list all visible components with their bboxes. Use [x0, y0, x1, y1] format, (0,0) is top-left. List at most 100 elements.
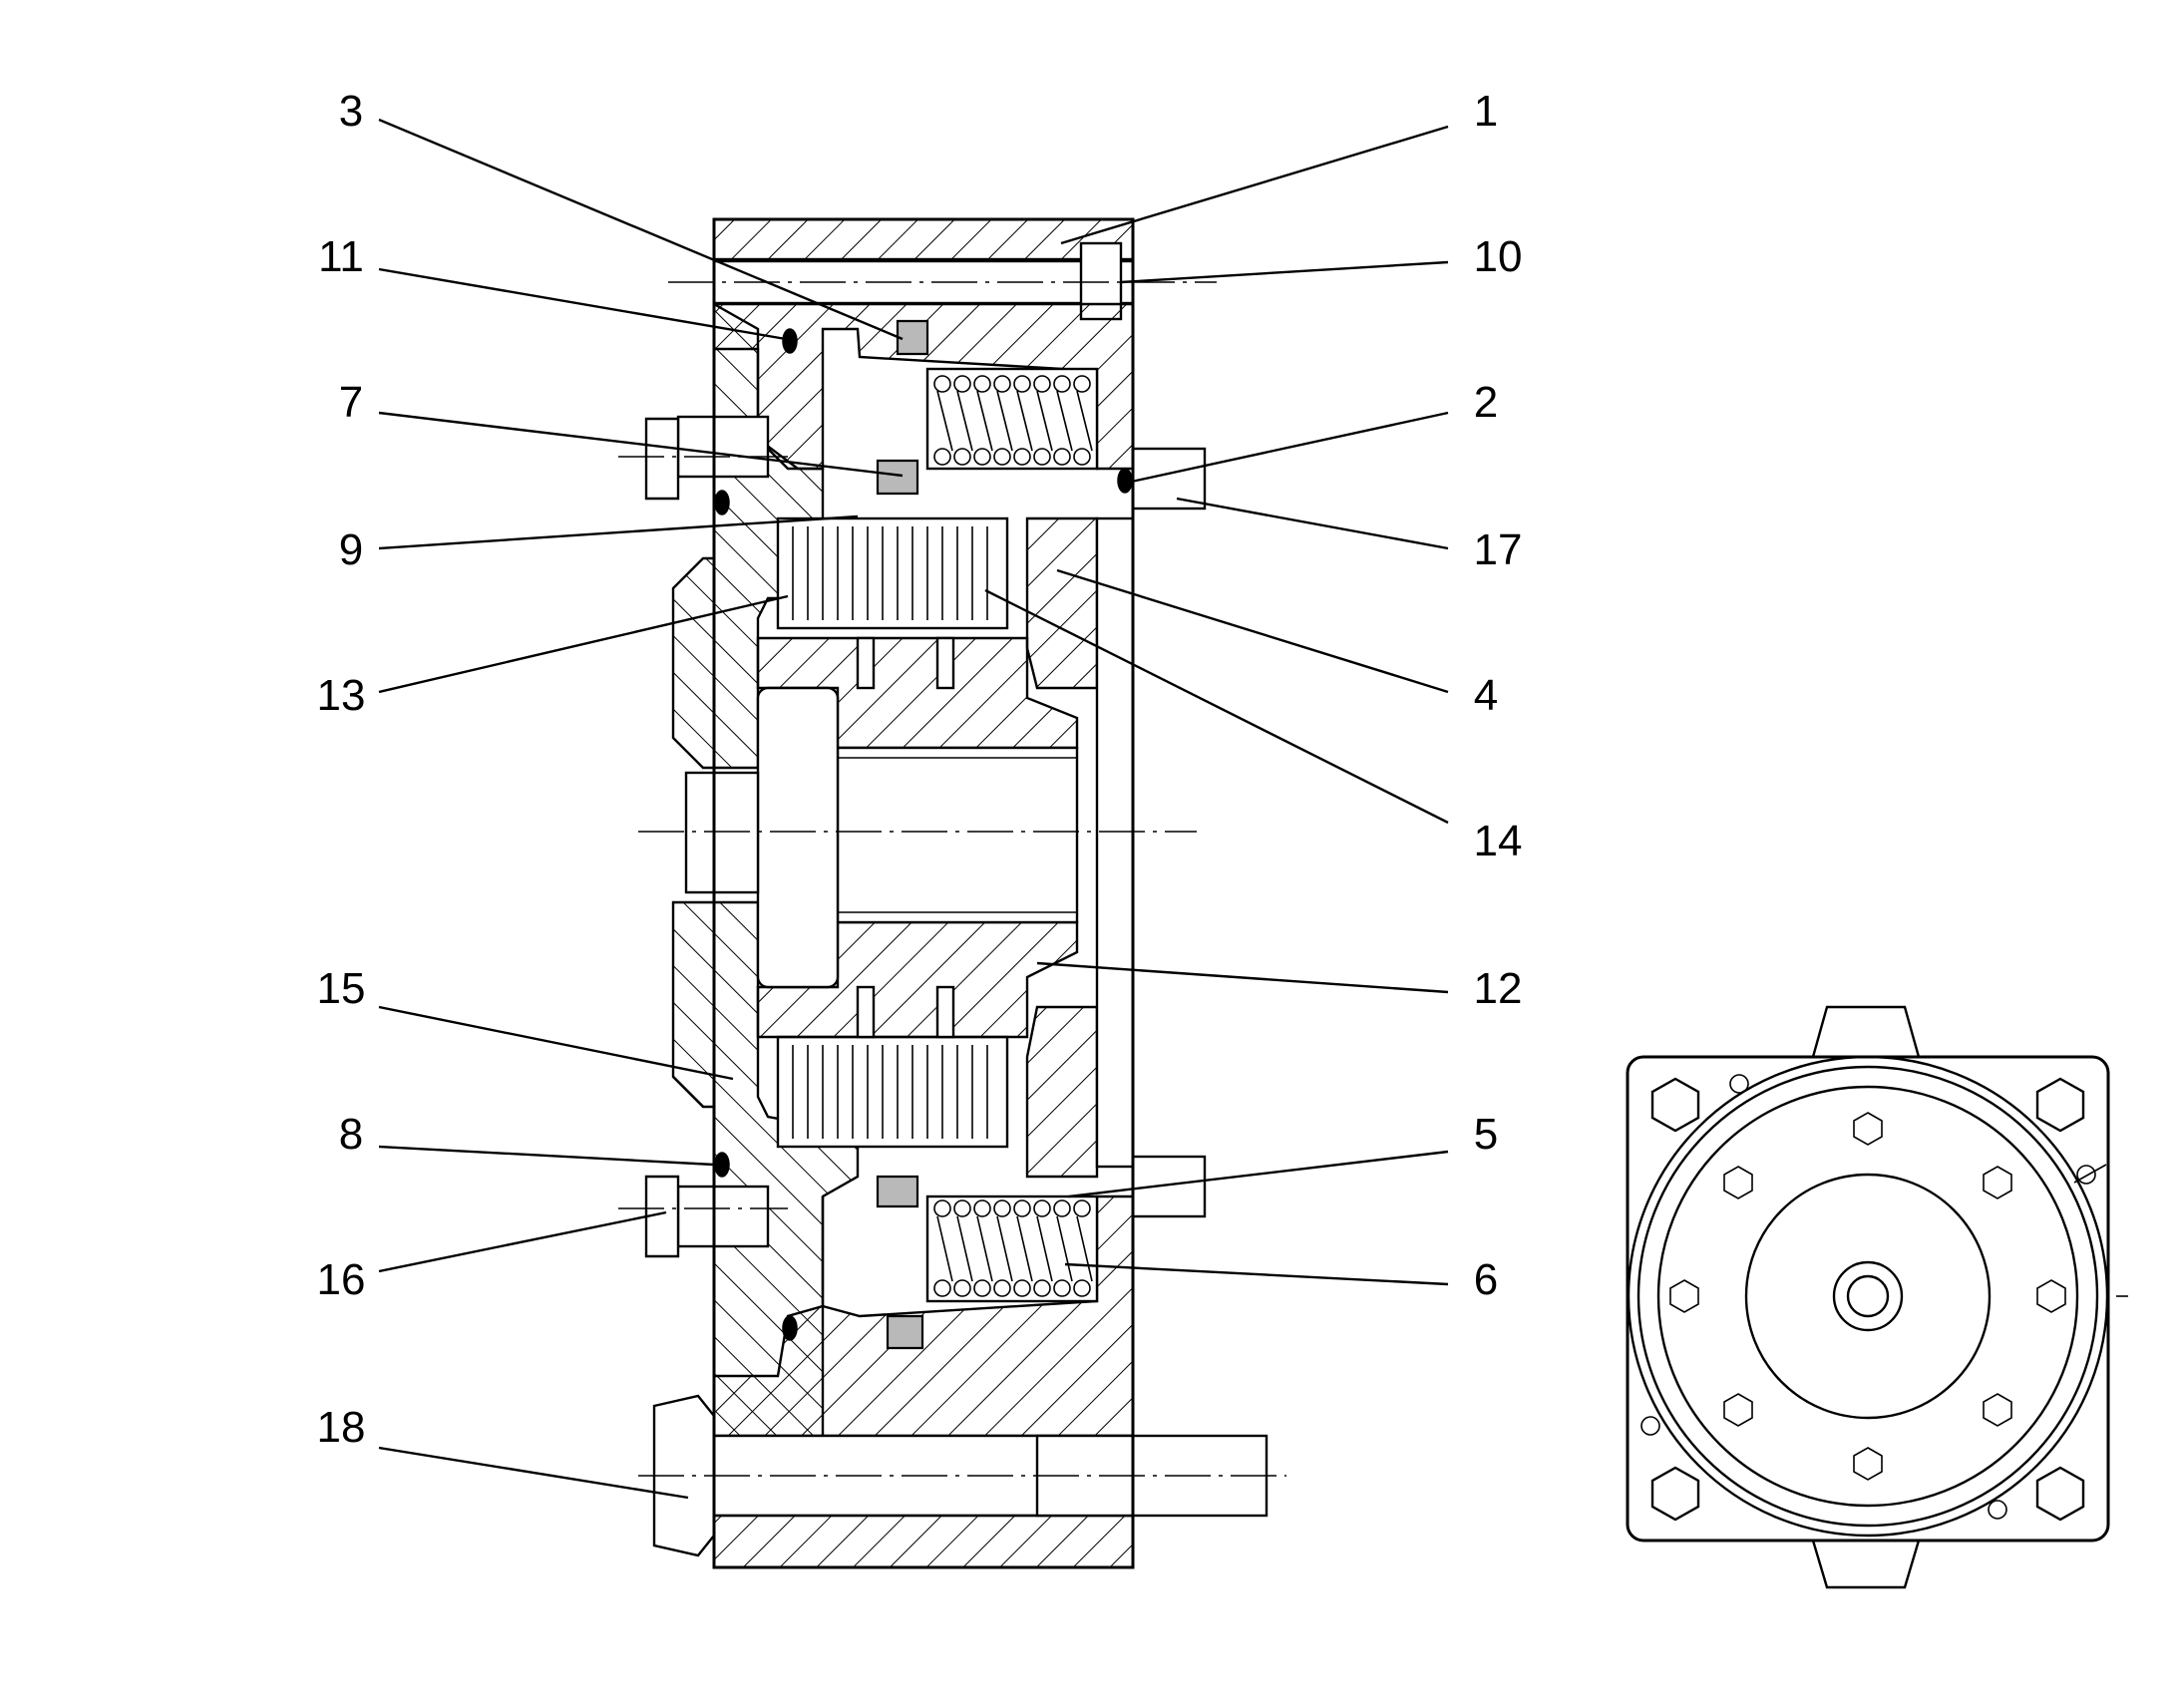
- hub-bore: [836, 746, 1079, 924]
- corner-bolt-br: [2035, 1466, 2085, 1522]
- leader-5: [1068, 1150, 1449, 1198]
- part-7-ring: [876, 459, 919, 496]
- ring-bolt-4: [1983, 1393, 2012, 1427]
- hub-pin-b: [935, 636, 955, 690]
- piston-lower: [1025, 1005, 1099, 1179]
- section-outline: [712, 217, 1135, 1569]
- callout-9: 9: [339, 525, 363, 574]
- small-hole-right: [2076, 1165, 2096, 1185]
- grey-ring-lower-b: [886, 1314, 924, 1350]
- shaft-circle-inner: [1846, 1274, 1890, 1318]
- corner-bolt-bl: [1650, 1466, 1700, 1522]
- corner-bolt-tl: [1650, 1077, 1700, 1133]
- ring-bolt-7: [1669, 1279, 1699, 1313]
- o-ring-upper-left: [714, 490, 730, 515]
- leader-12: [1036, 961, 1449, 994]
- leader-6: [1064, 1262, 1449, 1286]
- leader-lines: [378, 118, 1449, 1500]
- callout-10: 10: [1474, 232, 1523, 281]
- callout-12: 12: [1474, 964, 1523, 1013]
- hub-pin-d: [935, 985, 955, 1039]
- leader-17: [1176, 497, 1449, 550]
- spring-pack-lower: [925, 1195, 1099, 1303]
- spring-pack-upper: [925, 367, 1099, 471]
- flange-circle-outer: [1627, 1055, 2109, 1537]
- leader-16: [378, 1210, 667, 1273]
- bolt-16-shank: [676, 1185, 770, 1248]
- hub-pin-a: [856, 636, 876, 690]
- housing-bottom-band: [712, 1514, 1135, 1569]
- leader-8: [378, 1145, 715, 1167]
- callout-4: 4: [1474, 671, 1498, 720]
- small-hole-top: [1729, 1074, 1749, 1094]
- callout-16: 16: [317, 1255, 366, 1304]
- hub-pin-c: [856, 985, 876, 1039]
- piston-upper: [1025, 516, 1099, 690]
- callout-15: 15: [317, 964, 366, 1013]
- callout-13: 13: [317, 671, 366, 720]
- bolt-upper-left-head: [644, 417, 680, 501]
- callout-11: 11: [318, 232, 364, 281]
- disc-lines-upper: [792, 526, 988, 620]
- right-end-plate: [1095, 516, 1135, 1169]
- callout-14: 14: [1474, 817, 1523, 865]
- callout-1: 1: [1474, 87, 1498, 136]
- o-ring-8: [714, 1152, 730, 1178]
- callout-7: 7: [339, 378, 363, 427]
- shaft-pilot: [684, 771, 760, 894]
- disc-lines-lower: [792, 1045, 988, 1139]
- leader-9: [378, 514, 859, 550]
- callout-6: 6: [1474, 1255, 1498, 1304]
- small-hole-bottom: [1988, 1500, 2007, 1520]
- spring-coils-lower: [933, 1199, 1093, 1297]
- small-hole-right-tick: [2073, 1164, 2107, 1184]
- leader-14: [984, 588, 1449, 825]
- ring-bolt-3: [2036, 1279, 2066, 1313]
- part-3-ring: [896, 319, 929, 356]
- ring-bolt-6: [1723, 1393, 1753, 1427]
- o-ring-lower: [782, 1315, 798, 1341]
- callout-5: 5: [1474, 1110, 1498, 1159]
- bolt-circle: [1669, 1112, 2066, 1481]
- leader-11: [378, 267, 787, 341]
- leader-18: [378, 1446, 689, 1500]
- small-hole-left: [1640, 1416, 1660, 1436]
- housing-top-band: [712, 217, 1135, 261]
- ring-bolt-5: [1853, 1447, 1883, 1481]
- callout-labels: 1 3 11 10 7 2 9 17 13 4 14 15 12 8 5 16 …: [317, 87, 1523, 1452]
- leader-3: [378, 118, 904, 341]
- grey-ring-lower-a: [876, 1175, 919, 1208]
- bolt-upper-left: [676, 415, 770, 479]
- flange-circle-inner: [1656, 1085, 2079, 1508]
- leader-13: [378, 594, 789, 694]
- shaft-circle-outer: [1832, 1260, 1904, 1332]
- end-view-top-tab: [1811, 1005, 1921, 1058]
- ring-bolt-8: [1723, 1166, 1753, 1199]
- ring-bolt-1: [1853, 1112, 1883, 1146]
- corner-bolts: [1650, 1077, 2085, 1522]
- leader-10: [1120, 260, 1449, 284]
- section-view: [618, 217, 1286, 1569]
- bolt-16-head: [644, 1175, 680, 1258]
- callout-2: 2: [1474, 378, 1498, 427]
- callout-17: 17: [1474, 525, 1523, 574]
- leader-7: [378, 411, 904, 478]
- o-ring-2: [1117, 468, 1133, 494]
- disc-stack-lower: [776, 1035, 1009, 1149]
- end-view: [1626, 1005, 2128, 1589]
- leader-4: [1056, 568, 1449, 694]
- leader-1: [1060, 125, 1449, 245]
- callout-8: 8: [339, 1110, 363, 1159]
- end-view-bottom-tab: [1811, 1539, 1921, 1589]
- callout-18: 18: [317, 1403, 366, 1452]
- disc-stack-upper: [776, 516, 1009, 630]
- inner-hub-recess: [756, 686, 840, 989]
- callout-3: 3: [339, 87, 363, 136]
- o-ring-11: [782, 328, 798, 354]
- flange-circle-mid: [1636, 1065, 2099, 1528]
- spring-coils-upper: [933, 375, 1093, 466]
- hub-circle: [1744, 1173, 1992, 1420]
- corner-bolt-tr: [2035, 1077, 2085, 1133]
- ring-bolt-2: [1983, 1166, 2012, 1199]
